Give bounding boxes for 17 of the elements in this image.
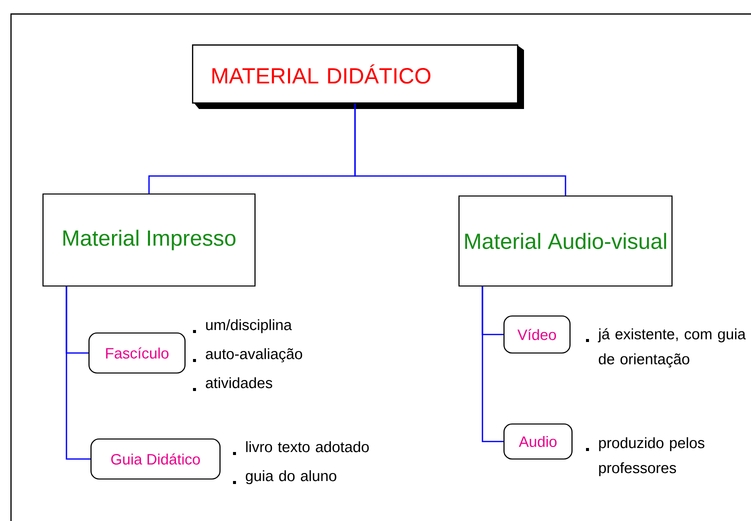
bullet-item: produzido pelos professores bbox=[586, 437, 704, 476]
item-box: Fascículo bbox=[88, 332, 186, 374]
item-box: Guia Didático bbox=[90, 438, 221, 480]
bullet-item: livro texto adotado bbox=[233, 441, 369, 455]
item-box: Audio bbox=[503, 423, 573, 460]
bullet-item: já existente, com guia de orientação bbox=[586, 328, 746, 368]
connector-line bbox=[354, 104, 566, 196]
connector-line bbox=[66, 286, 90, 460]
item-box: Vídeo bbox=[503, 315, 571, 354]
bullet-item: auto-avaliação bbox=[193, 348, 302, 362]
connector-line bbox=[482, 286, 504, 442]
bullet-item: guia do aluno bbox=[233, 470, 336, 484]
category-box: Material Impresso bbox=[42, 193, 256, 287]
title-box: MATERIAL DIDÁTICO bbox=[192, 44, 524, 109]
bullet-item: atividades bbox=[193, 377, 272, 391]
bullet-item: um/disciplina bbox=[193, 319, 292, 334]
category-box: Material Audio-visual bbox=[458, 195, 673, 287]
